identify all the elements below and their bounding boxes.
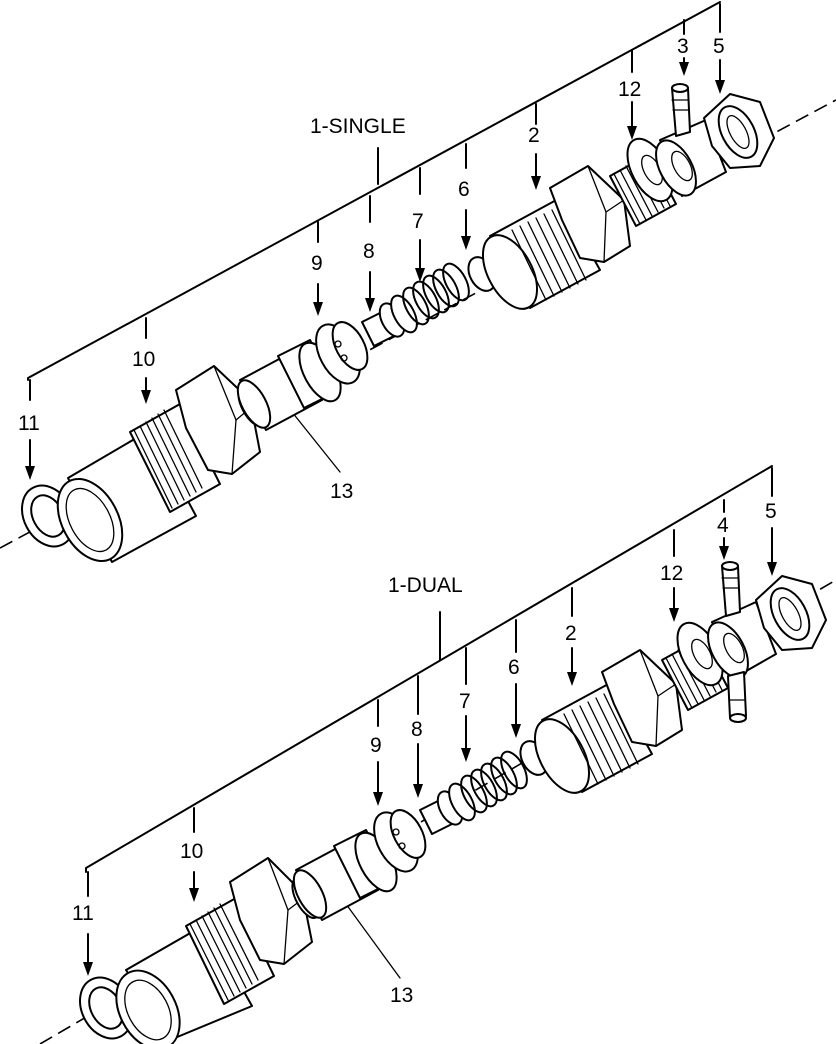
- spacer-dual: [292, 829, 398, 921]
- callout-6-dual: 6: [508, 656, 520, 679]
- callout-5-dual: 5: [765, 500, 777, 523]
- banjo-fitting-dual: [707, 561, 777, 723]
- callout-6-single: 6: [458, 178, 470, 201]
- spring-dual: [448, 750, 528, 822]
- callout-5-single: 5: [713, 35, 725, 58]
- nozzle-holder-dual: [115, 857, 321, 1044]
- callout-4-dual: 4: [717, 514, 729, 537]
- spacer-single: [236, 339, 342, 431]
- callout-13-dual: 13: [390, 984, 413, 1007]
- valve-seat-single: [315, 321, 369, 385]
- callout-9-single: 9: [311, 252, 323, 275]
- hex-nut-single: [703, 93, 775, 169]
- parts-single: [21, 83, 775, 563]
- callout-7-single: 7: [412, 210, 424, 233]
- callout-12-single: 12: [618, 78, 641, 101]
- callout-12-dual: 12: [660, 562, 683, 585]
- bracket-line-single: [27, 1, 721, 381]
- callout-9-dual: 9: [370, 734, 382, 757]
- title-dual: 1-DUAL: [388, 574, 463, 597]
- callout-13-single: 13: [330, 480, 353, 503]
- callout-2-single: 2: [528, 124, 540, 147]
- callout-10-dual: 10: [180, 840, 203, 863]
- callout-11-single: 11: [18, 412, 40, 435]
- nozzle-body-single: [481, 165, 631, 310]
- callout-11-dual: 11: [72, 902, 94, 925]
- view-dual: 1-DUAL 11 10 9 8 7: [39, 465, 836, 1044]
- callouts-single: 11 10 9 8 7 6: [18, 3, 725, 503]
- callouts-dual: 11 10 9 8 7 6: [72, 467, 777, 1007]
- callout-2-dual: 2: [565, 622, 577, 645]
- nozzle-body-dual: [533, 649, 683, 794]
- callout-10-single: 10: [132, 348, 155, 371]
- view-single: 1-SINGLE 11 10 9 8: [0, 1, 836, 563]
- valve-dual: [419, 790, 464, 835]
- valve-single: [361, 302, 406, 347]
- title-single: 1-SINGLE: [310, 115, 406, 138]
- callout-3-single: 3: [677, 35, 689, 58]
- callout-8-dual: 8: [411, 718, 423, 741]
- callout-8-single: 8: [363, 240, 375, 263]
- parts-dual: [79, 561, 827, 1044]
- spring-single: [390, 262, 470, 334]
- valve-seat-dual: [373, 809, 427, 873]
- hex-nut-dual: [755, 575, 827, 651]
- bracket-line-dual: [85, 465, 773, 873]
- nozzle-holder-single: [56, 365, 267, 563]
- callout-7-dual: 7: [459, 690, 471, 713]
